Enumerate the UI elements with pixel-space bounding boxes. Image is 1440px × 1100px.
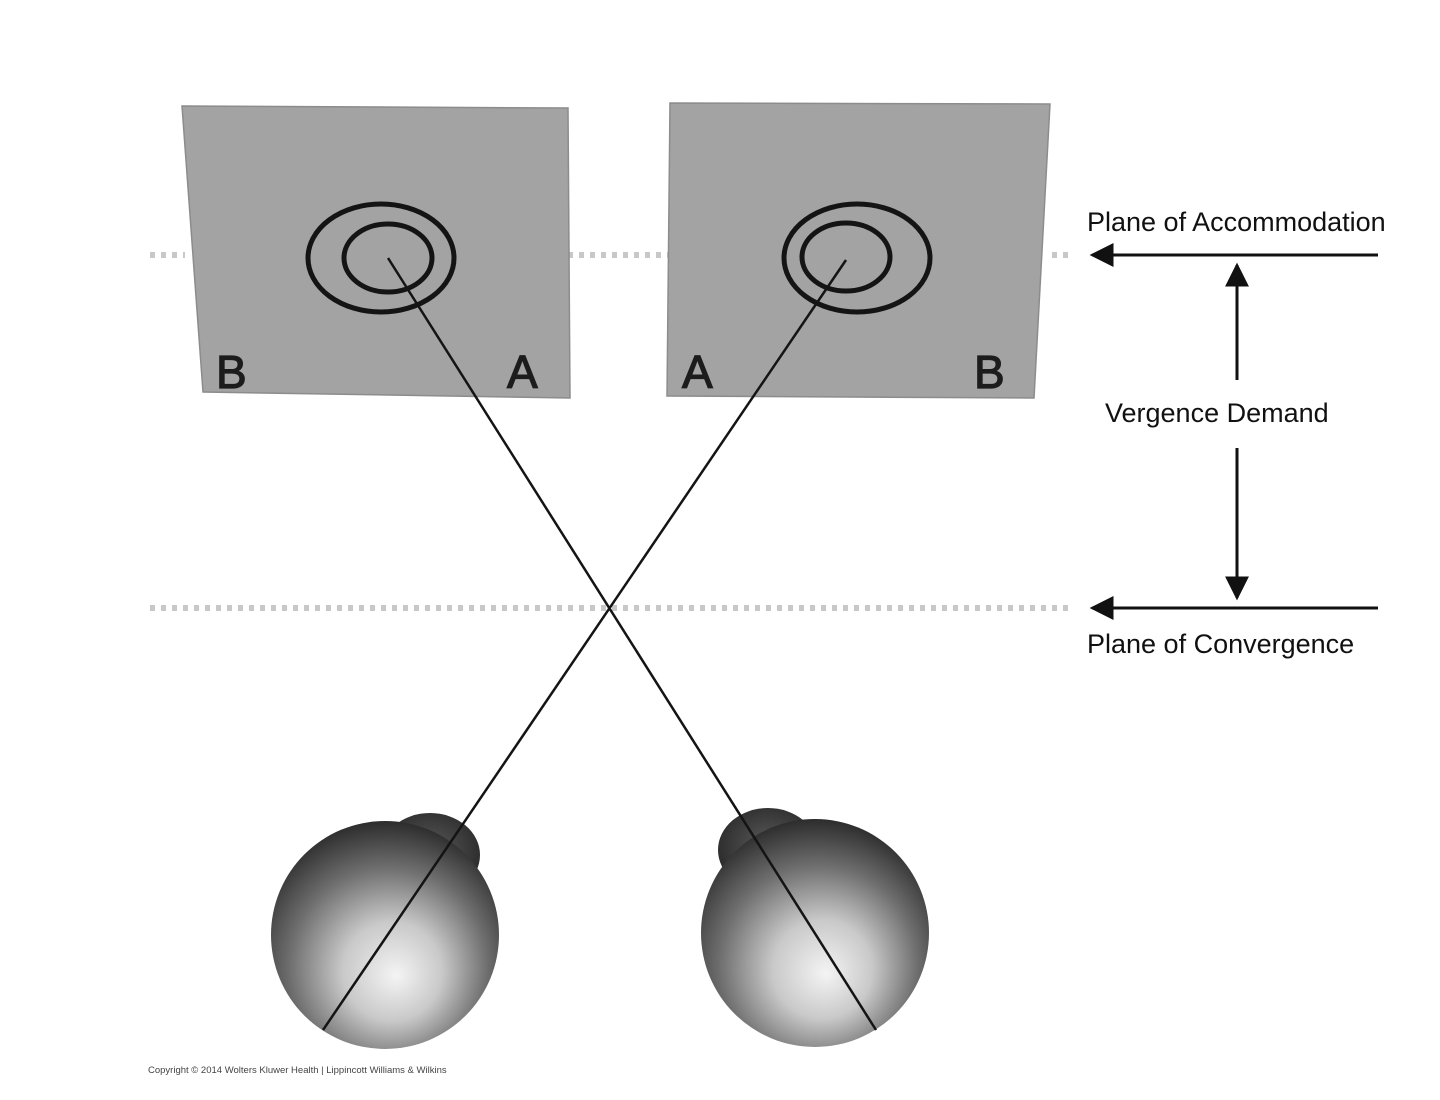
right-card-letter-right: B bbox=[974, 346, 1005, 398]
right-eyeball bbox=[701, 808, 929, 1047]
left-card-letter-right: A bbox=[507, 346, 538, 398]
right-target-card: A B bbox=[666, 102, 1051, 399]
left-target-card: B A bbox=[181, 105, 571, 399]
vergence-demand-label: Vergence Demand bbox=[1105, 398, 1329, 428]
right-outer-ring bbox=[781, 201, 933, 315]
left-eyeball bbox=[271, 813, 499, 1049]
plane-of-convergence-label: Plane of Convergence bbox=[1087, 629, 1354, 659]
plane-of-accommodation-label: Plane of Accommodation bbox=[1087, 207, 1386, 237]
left-outer-ring bbox=[305, 201, 457, 315]
right-eye-line-of-sight bbox=[386, 257, 878, 1031]
left-card-letter-left: B bbox=[216, 346, 247, 398]
right-inner-ring bbox=[799, 220, 893, 294]
right-card-letter-left: A bbox=[682, 346, 713, 398]
left-inner-ring bbox=[341, 221, 435, 295]
copyright-text: Copyright © 2014 Wolters Kluwer Health |… bbox=[148, 1065, 447, 1076]
left-eye-line-of-sight bbox=[321, 259, 848, 1031]
